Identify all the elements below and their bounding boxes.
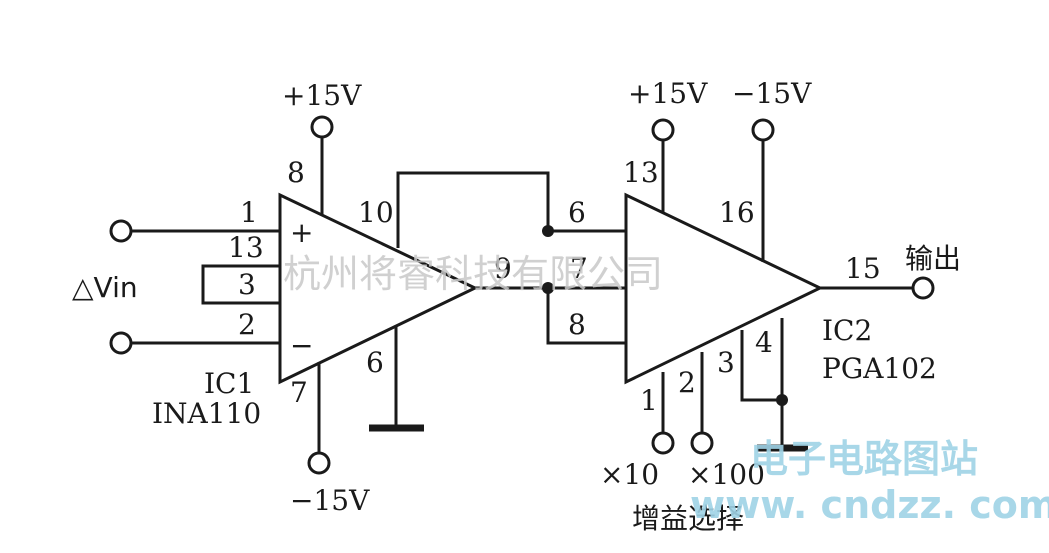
ic2-part-label: PGA102 [822, 352, 937, 385]
wire-pin13-pin3-jumper [201, 264, 280, 305]
ic2-supply-neg-terminal [751, 118, 775, 142]
input-voltage-label: △Vin [72, 271, 138, 304]
gain-x10-label: ×10 [600, 458, 659, 491]
ic1-pin1-label: 1 [240, 196, 258, 229]
ic2-supply-neg-label: −15V [732, 77, 812, 110]
ic1-pin9-label: 9 [494, 252, 512, 285]
ic1-plus-sign: + [290, 216, 313, 249]
ic1-pin3-label: 3 [238, 268, 256, 301]
wire-ic2-pin3 [740, 330, 782, 402]
ic2-supply-pos-label: +15V [628, 77, 708, 110]
wire-ic2-pin8 [546, 288, 626, 345]
ic2-ref-label: IC2 [822, 314, 872, 347]
input-terminal-bottom [109, 331, 133, 355]
watermark-company: 杭州将睿科技有限公司 [283, 252, 663, 296]
gain-x10-terminal [651, 431, 675, 455]
gain-x100-terminal [690, 431, 714, 455]
ic2-pin16-label: 16 [719, 196, 755, 229]
ic1-part-label: INA110 [152, 397, 261, 430]
ic1-pin7-label: 7 [290, 376, 308, 409]
input-terminal-top [109, 219, 133, 243]
ic2-pin2-label: 2 [678, 366, 696, 399]
ic1-minus-sign: − [290, 329, 313, 362]
ic2-pin1-label: 1 [640, 384, 658, 417]
ic1-pin6-label: 6 [366, 346, 384, 379]
ic1-supply-pos-label: +15V [282, 79, 362, 112]
ic1-ref-label: IC1 [204, 367, 254, 400]
junction-dot-pin3-pin4 [776, 394, 788, 406]
output-label: 输出 [905, 242, 961, 275]
ic2-pin13-label: 13 [623, 156, 659, 189]
ic2-pin15-label: 15 [845, 252, 881, 285]
ic1-pin8-label: 8 [287, 156, 305, 189]
ic2-pin3-label: 3 [717, 346, 735, 379]
ic1-supply-pos-terminal [310, 115, 334, 139]
ic1-pin10-label: 10 [358, 196, 394, 229]
watermark-site-cn: 电子电路图站 [750, 437, 978, 481]
ic2-pin4-label: 4 [755, 326, 773, 359]
ic1-supply-neg-label: −15V [290, 484, 370, 517]
ic1-amplifier-triangle [278, 192, 479, 385]
gain-select-label: 增益选择 [632, 502, 744, 535]
ic2-supply-pos-terminal [651, 118, 675, 142]
ic2-pin6-label: 6 [568, 196, 586, 229]
watermark-site-url: www. cndzz. com [690, 483, 1049, 527]
ic1-supply-neg-terminal [307, 451, 331, 475]
junction-dot-pin6 [542, 225, 554, 237]
junction-dot-pin7 [542, 282, 554, 294]
wire-ic1-pin10-ref [396, 171, 550, 248]
output-terminal [911, 276, 935, 300]
ic1-pin2-label: 2 [238, 308, 256, 341]
ic2-pin7-label: 7 [570, 252, 588, 285]
ic2-pin8-label: 8 [568, 308, 586, 341]
gain-x100-label: ×100 [688, 458, 765, 491]
ic1-pin13-label: 13 [228, 231, 264, 264]
